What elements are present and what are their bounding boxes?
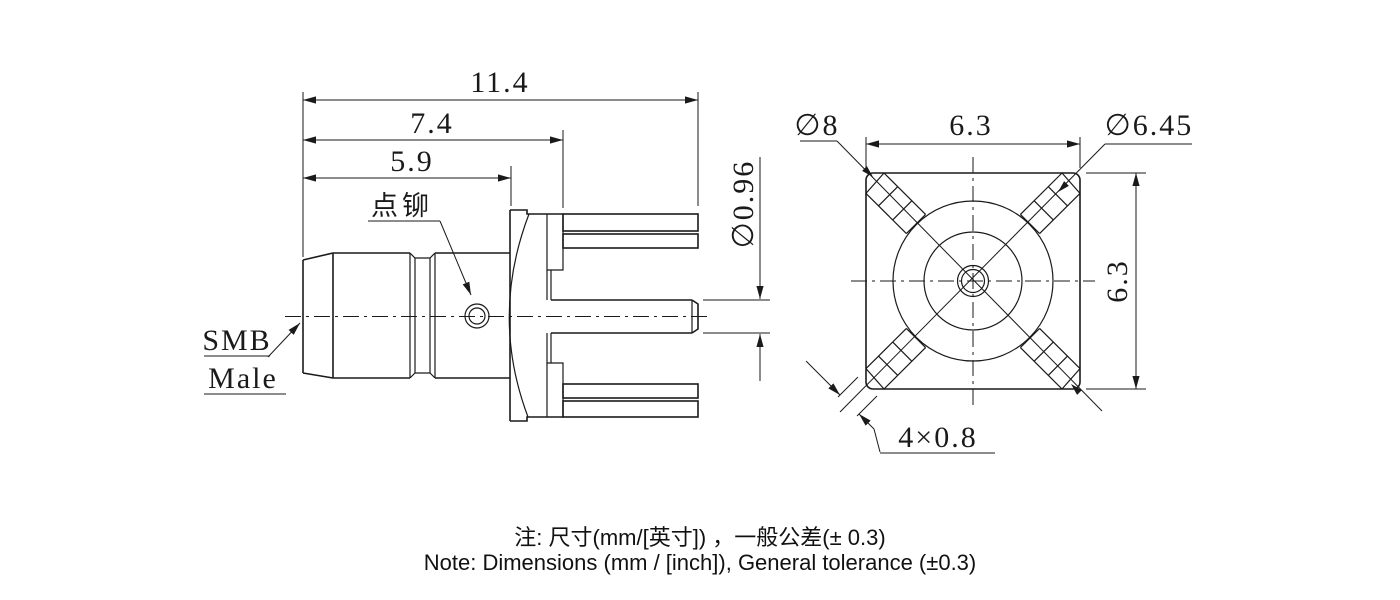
- connector-body-outline: [333, 252, 510, 379]
- connector-type-label-line1: SMB: [202, 324, 271, 357]
- corner-leg-top-left: [865, 172, 927, 235]
- side-view-drawing: 11.4 7.4 5.9 点铆 ∅0.96 SMB Male: [202, 66, 770, 422]
- spot-rivet-mark: [464, 303, 490, 329]
- dimension-flange-diameter: ∅8: [794, 109, 839, 142]
- note-line-chinese: 注: 尺寸(mm/[英寸]) ，一般公差(± 0.3): [514, 525, 885, 550]
- corner-leg-top-right: [1019, 172, 1081, 235]
- dimension-flange-height: 6.3: [1101, 259, 1134, 303]
- drawing-notes: 注: 尺寸(mm/[英寸]) ，一般公差(± 0.3) Note: Dimens…: [424, 525, 977, 575]
- dimension-total-length: 11.4: [470, 66, 529, 99]
- pcb-legs-side-outline: [562, 213, 699, 418]
- flange-side-outline: [508, 209, 564, 422]
- connector-type-label-line2: Male: [208, 362, 278, 395]
- dimension-pin-diameter: ∅0.96: [727, 160, 760, 249]
- dimension-mount-diameter: ∅6.45: [1105, 109, 1194, 142]
- dimension-leg-size: 4×0.8: [898, 421, 977, 454]
- dimension-front-length: 5.9: [390, 145, 434, 178]
- front-view-circles: [892, 200, 1054, 362]
- corner-leg-bottom-left: [837, 327, 927, 417]
- corner-leg-bottom-right: [1019, 327, 1081, 390]
- connector-nose-outline: [302, 252, 334, 379]
- center-pin-outline: [551, 299, 699, 334]
- note-line-english: Note: Dimensions (mm / [inch]), General …: [424, 550, 977, 575]
- dimension-body-length: 7.4: [410, 107, 454, 140]
- mount-dia-leader-arrow: [1058, 181, 1069, 192]
- leg-leader-arrow-br: [1071, 384, 1082, 395]
- dimension-flange-width: 6.3: [949, 109, 993, 142]
- flange-front-outline: [865, 172, 1081, 390]
- spot-rivet-label: 点铆: [371, 191, 433, 221]
- front-view-drawing: 6.3 6.3 ∅8 ∅6.45 4×0.8: [794, 109, 1194, 454]
- front-view-dimensions: 6.3 6.3 ∅8 ∅6.45 4×0.8: [794, 109, 1194, 454]
- side-view-dimensions: 11.4 7.4 5.9 点铆 ∅0.96 SMB Male: [202, 66, 770, 395]
